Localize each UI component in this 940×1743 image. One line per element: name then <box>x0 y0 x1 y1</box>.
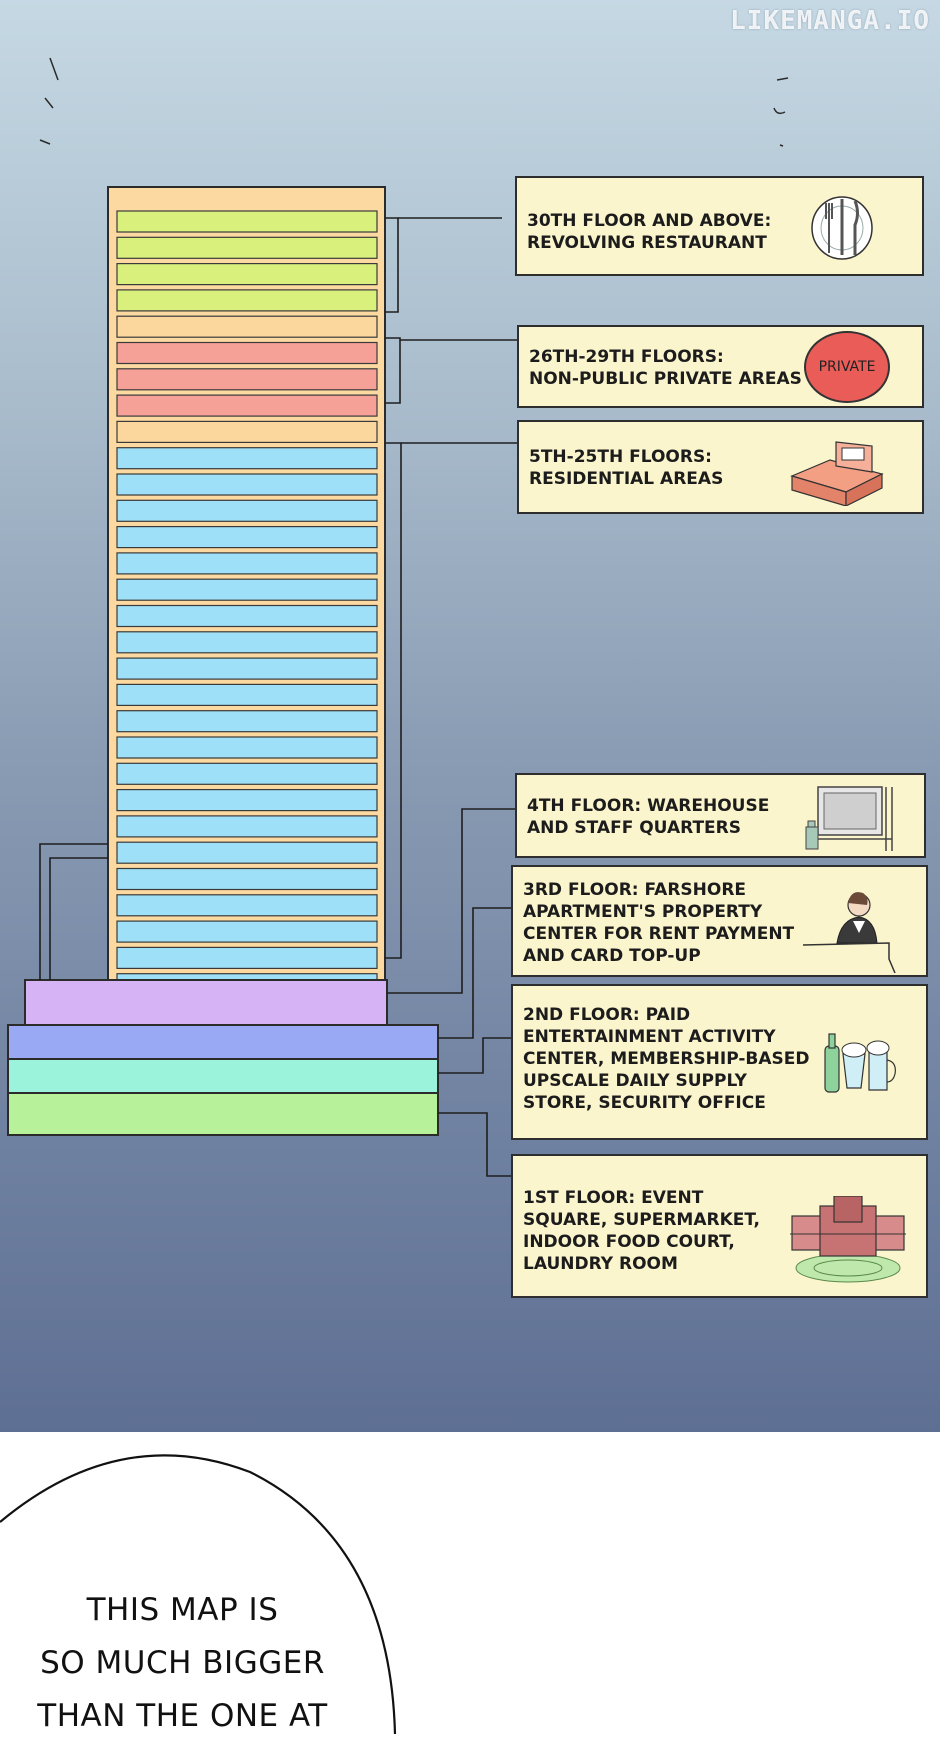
tower-floor-residential <box>116 552 378 575</box>
label-floor4: 4TH FLOOR: WAREHOUSE AND STAFF QUARTERS <box>527 796 770 838</box>
tower-floor-residential <box>116 920 378 943</box>
tower-floor-residential <box>116 762 378 785</box>
background-sky: LIKEMANGA.IO <box>0 0 940 1432</box>
shelf-icon <box>805 786 893 851</box>
tower-floor-residential <box>116 473 378 496</box>
tower-floor-restaurant <box>116 236 378 259</box>
tower-floor-residential <box>116 525 378 549</box>
tower-floor-residential <box>116 631 378 654</box>
tower-floor-residential <box>116 447 378 470</box>
label-floor2: 2ND FLOOR: PAID ENTERTAINMENT ACTIVITY C… <box>523 1005 810 1113</box>
info-box-restaurant: 30TH FLOOR AND ABOVE: REVOLVING RESTAURA… <box>515 176 924 276</box>
lower-panel <box>0 1432 940 1734</box>
tower-floor-private <box>116 368 378 391</box>
tower-floor-residential <box>116 946 378 970</box>
building-plaza-icon <box>790 1196 906 1283</box>
tower-floor-residential <box>116 683 378 707</box>
info-box-floor1: 1ST FLOOR: EVENT SQUARE, SUPERMARKET, IN… <box>511 1154 928 1298</box>
info-box-floor4: 4TH FLOOR: WAREHOUSE AND STAFF QUARTERS <box>515 773 926 858</box>
tower-floors <box>116 210 378 996</box>
speech-bubble-text: THIS MAP IS SO MUCH BIGGER THAN THE ONE … <box>37 1592 328 1734</box>
tower-floor-restaurant <box>116 263 378 286</box>
label-floor3: 3RD FLOOR: FARSHORE APARTMENT'S PROPERTY… <box>523 880 795 966</box>
tower-floor-residential <box>116 499 378 522</box>
tower-floor-residential <box>116 815 378 838</box>
tower-floor-restaurant <box>116 289 378 312</box>
drinks-icon <box>824 1033 896 1093</box>
ink-marks <box>39 57 789 147</box>
speech-bubble <box>0 1454 397 1734</box>
private-badge-text: PRIVATE <box>818 359 876 375</box>
info-box-floor2: 2ND FLOOR: PAID ENTERTAINMENT ACTIVITY C… <box>511 984 928 1140</box>
tower-floor-residential <box>116 841 378 864</box>
tower-floor-residential <box>116 894 378 917</box>
tower-floor-residential <box>116 710 378 733</box>
podium-floor-4 <box>24 979 388 1026</box>
label-private: 26TH-29TH FLOORS: NON-PUBLIC PRIVATE ARE… <box>529 347 802 389</box>
tower-floor-residential <box>116 657 378 680</box>
receptionist-icon <box>803 892 896 973</box>
tower-diagram <box>7 57 789 1177</box>
tower-floor-residential <box>116 736 378 759</box>
tower-floor-divider <box>116 315 378 338</box>
tower-floor-restaurant <box>116 210 378 233</box>
info-box-residential: 5TH-25TH FLOORS: RESIDENTIAL AREAS <box>517 420 924 514</box>
connector-lines <box>39 217 518 1177</box>
bed-icon <box>790 441 884 506</box>
info-box-floor3: 3RD FLOOR: FARSHORE APARTMENT'S PROPERTY… <box>511 865 928 977</box>
tower-floor-residential <box>116 788 378 812</box>
plate-cutlery-icon <box>811 196 873 260</box>
tower-floor-private <box>116 341 378 365</box>
info-box-private: 26TH-29TH FLOORS: NON-PUBLIC PRIVATE ARE… <box>517 325 924 408</box>
podium-floor-1 <box>7 1092 439 1136</box>
private-badge-icon: PRIVATE <box>804 331 890 403</box>
podium-floor-2 <box>7 1058 439 1094</box>
label-restaurant: 30TH FLOOR AND ABOVE: REVOLVING RESTAURA… <box>527 211 772 253</box>
tower-floor-residential <box>116 578 378 601</box>
podium-floor-3 <box>7 1024 439 1060</box>
tower-floor-divider <box>116 420 378 443</box>
watermark: LIKEMANGA.IO <box>730 6 930 36</box>
tower-floor-private <box>116 394 378 417</box>
tower-floor-residential <box>116 867 378 891</box>
label-floor1: 1ST FLOOR: EVENT SQUARE, SUPERMARKET, IN… <box>523 1188 761 1274</box>
tower-floor-residential <box>116 604 378 628</box>
label-residential: 5TH-25TH FLOORS: RESIDENTIAL AREAS <box>529 447 724 489</box>
